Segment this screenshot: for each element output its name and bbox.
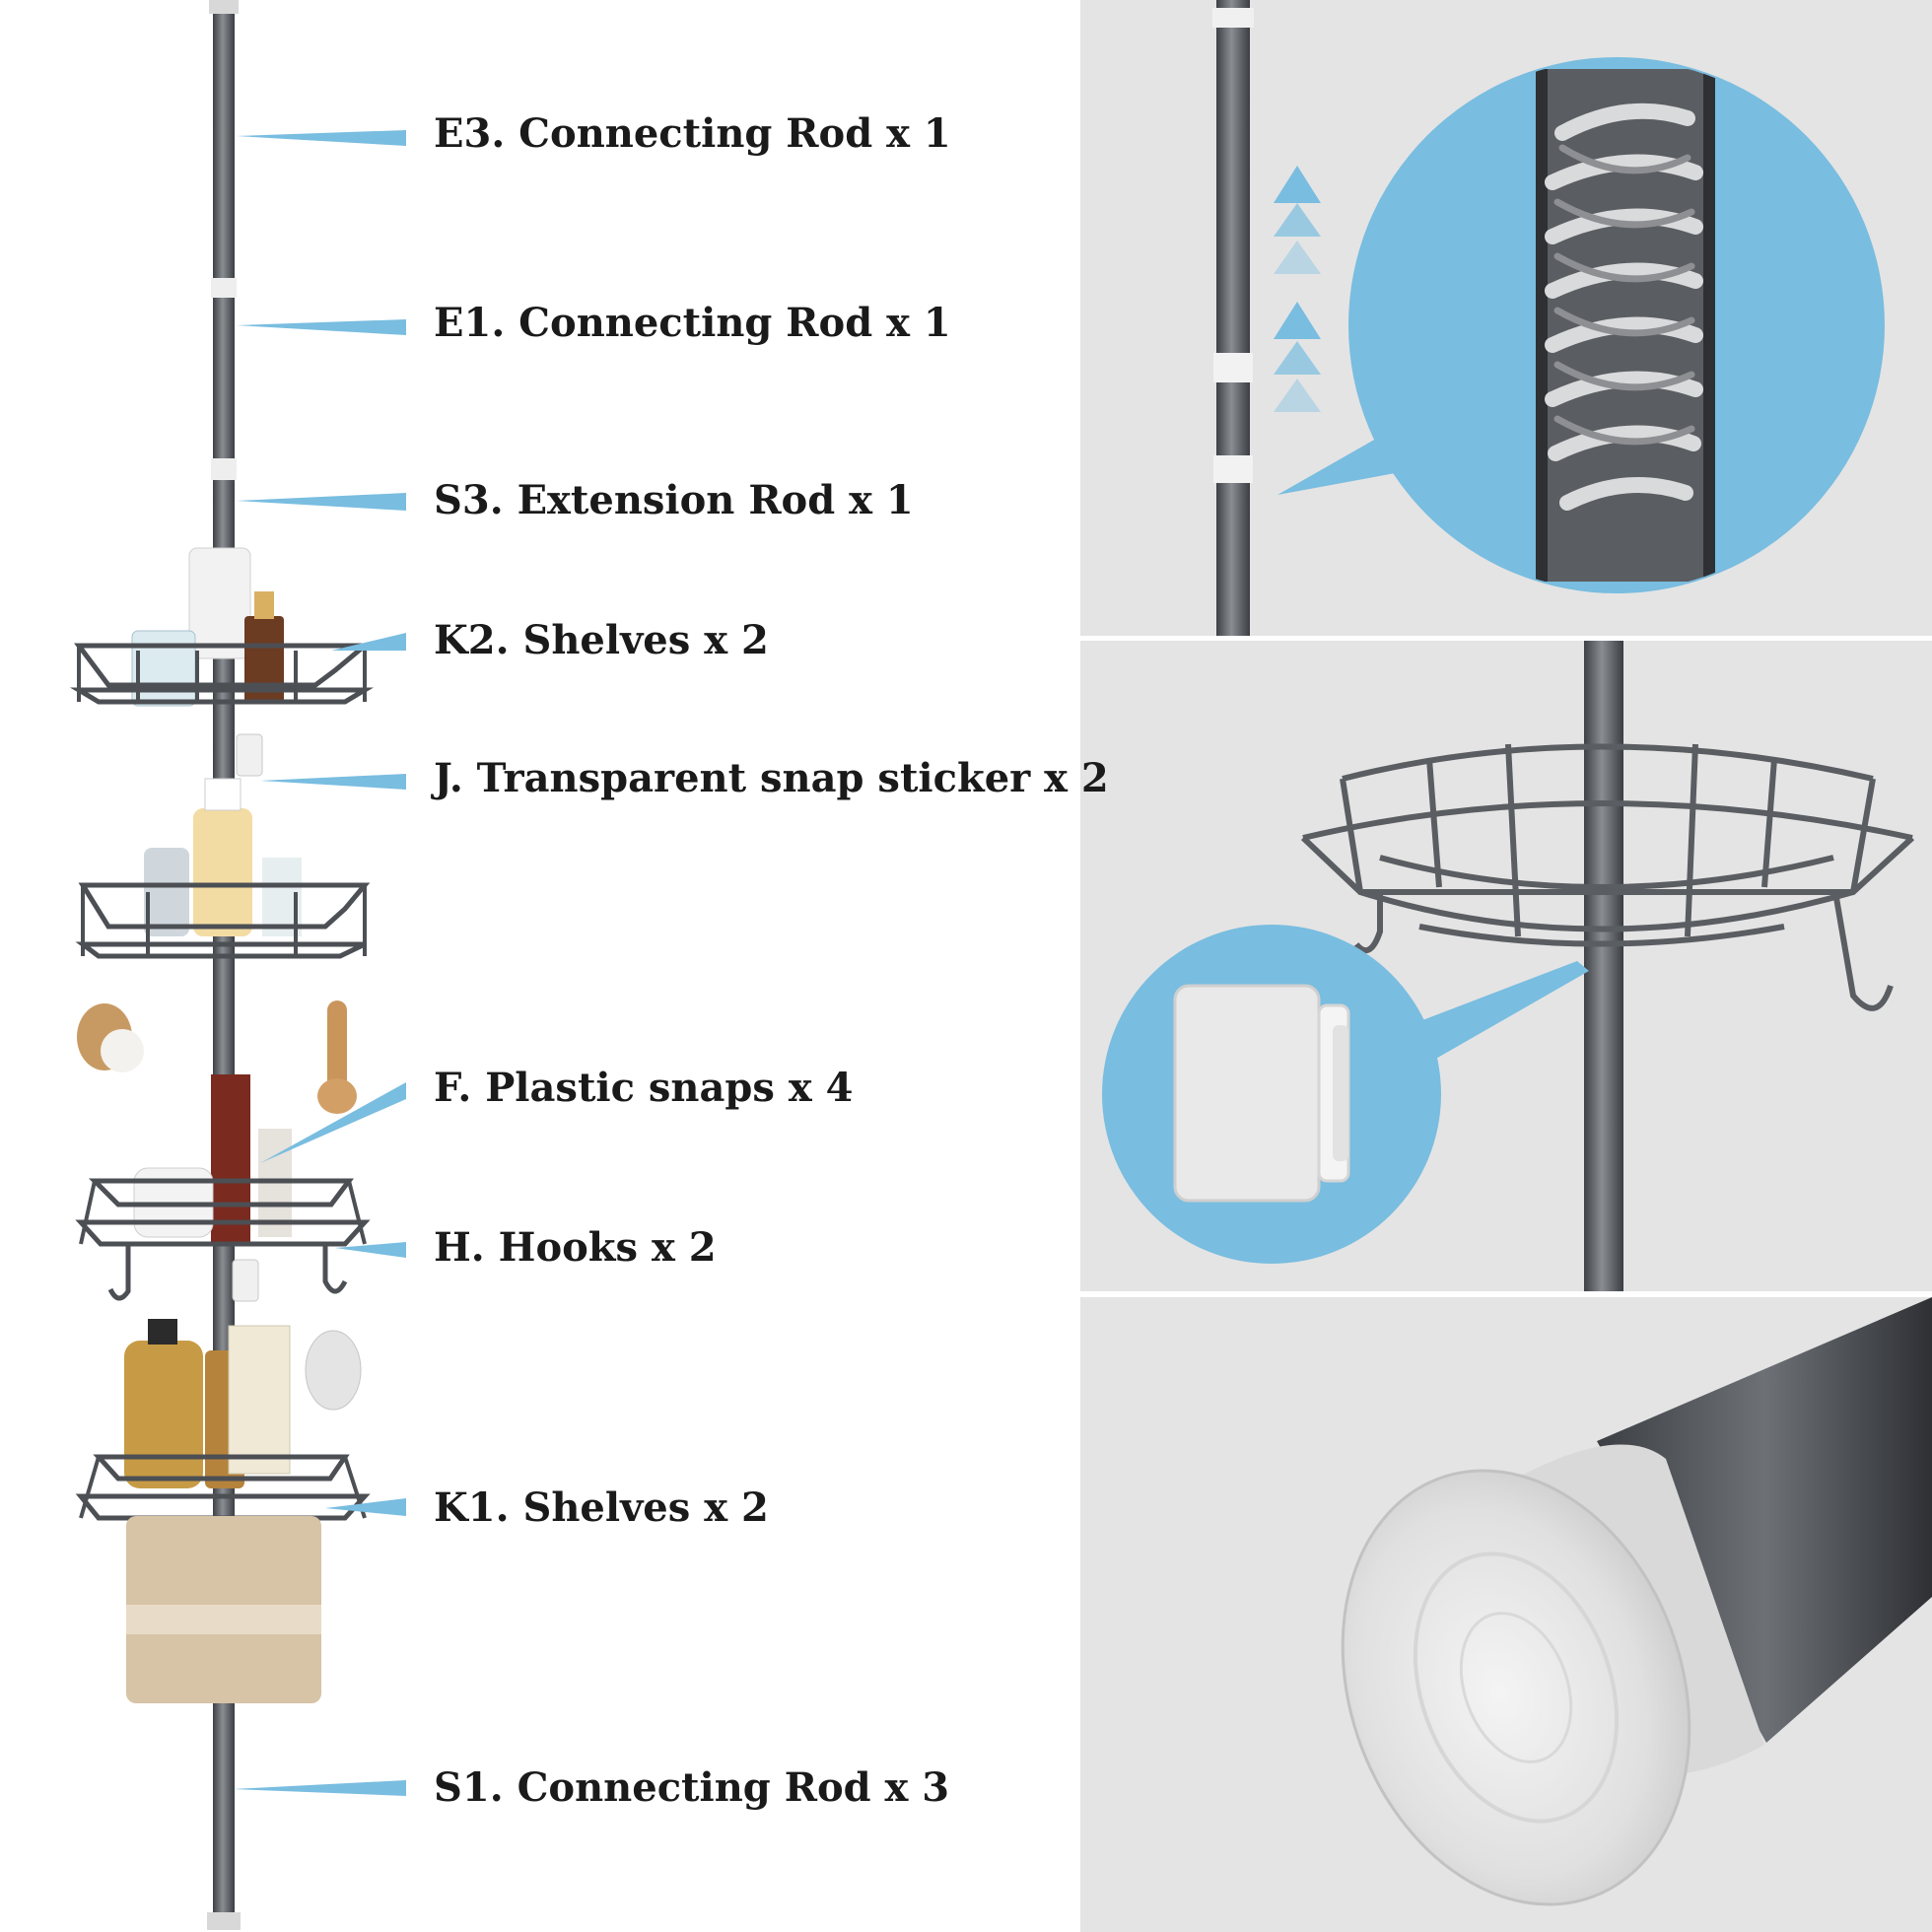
bottom-cap bbox=[207, 1912, 241, 1930]
part-label-e1: E1. Connecting Rod x 1 bbox=[434, 300, 951, 346]
part-label-k2: K2. Shelves x 2 bbox=[434, 617, 769, 663]
part-label-j: J. Transparent snap sticker x 2 bbox=[434, 755, 1109, 801]
spring-detail bbox=[1080, 0, 1932, 636]
panel-rod bbox=[1216, 0, 1250, 636]
callout-pointer bbox=[1410, 961, 1589, 1060]
panel-rod bbox=[1584, 641, 1623, 1291]
plastic-snap-detail bbox=[1080, 641, 1932, 1291]
assembled-caddy bbox=[69, 0, 406, 1930]
shelf-wire-icon bbox=[1300, 743, 1915, 1011]
leader-lines bbox=[233, 130, 406, 1796]
rod-joint bbox=[211, 458, 237, 480]
part-label-h: H. Hooks x 2 bbox=[434, 1224, 717, 1271]
shelf-2 bbox=[75, 778, 371, 1114]
spring-icon bbox=[1536, 69, 1715, 582]
shelf-k2-top bbox=[69, 547, 375, 707]
snap-sticker bbox=[236, 733, 263, 777]
part-label-s3: S3. Extension Rod x 1 bbox=[434, 477, 914, 523]
shelf-4 bbox=[75, 1319, 371, 1703]
part-label-e3: E3. Connecting Rod x 1 bbox=[434, 110, 951, 157]
shelf-3 bbox=[75, 1074, 371, 1411]
rubber-end-cap-detail bbox=[1080, 1297, 1932, 1932]
snap-icon bbox=[1173, 984, 1350, 1203]
rod-joint bbox=[211, 278, 237, 298]
part-label-s1: S1. Connecting Rod x 3 bbox=[434, 1764, 950, 1811]
part-label-k1: K1. Shelves x 2 bbox=[434, 1484, 769, 1531]
part-label-f: F. Plastic snaps x 4 bbox=[434, 1065, 854, 1111]
end-cap-icon bbox=[1341, 1297, 1932, 1906]
top-cap bbox=[209, 0, 239, 14]
arrow-up-icon bbox=[1274, 166, 1321, 412]
